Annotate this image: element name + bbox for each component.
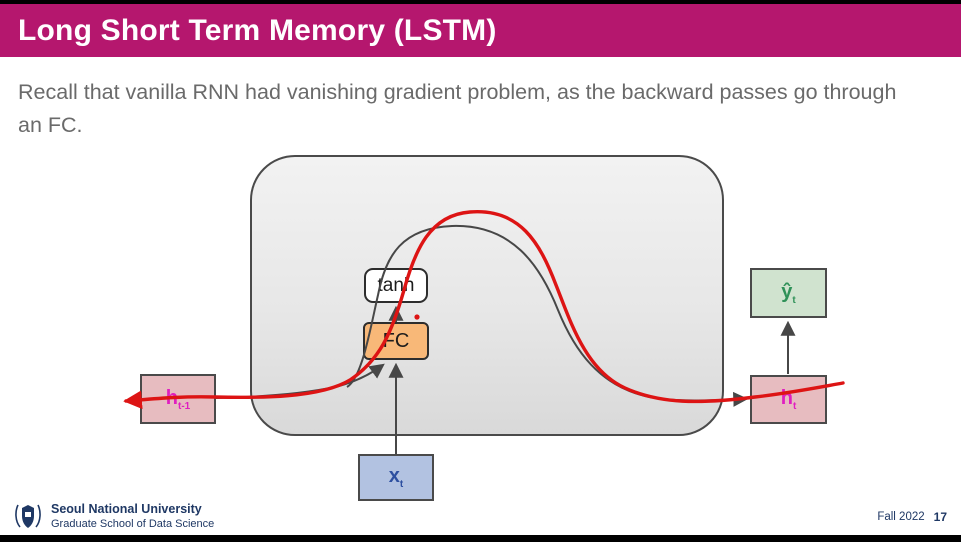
slide-footer: Seoul National University Graduate Schoo… <box>0 499 961 535</box>
slide-body-text: Recall that vanilla RNN had vanishing gr… <box>18 80 897 138</box>
fc-node: FC <box>363 322 429 360</box>
hidden-state-label: ht <box>780 387 797 412</box>
slide: Long Short Term Memory (LSTM) Recall tha… <box>0 4 961 535</box>
input-node: xt <box>358 454 434 501</box>
output-label: ŷt <box>781 280 796 306</box>
rnn-cell-container <box>250 155 724 436</box>
footer-page-number: 17 <box>933 510 947 524</box>
snu-logo <box>15 504 41 528</box>
slide-title-bar: Long Short Term Memory (LSTM) <box>0 4 961 57</box>
hidden-state-prev-node: ht-1 <box>140 374 216 424</box>
tanh-label: tanh <box>377 274 415 296</box>
hidden-state-node: ht <box>750 375 827 424</box>
hidden-state-prev-label: ht-1 <box>165 386 191 412</box>
footer-term: Fall 2022 <box>877 511 925 523</box>
footer-right: Fall 2022 17 <box>877 510 947 524</box>
tanh-node: tanh <box>364 268 428 303</box>
output-node: ŷt <box>750 268 827 318</box>
input-label: xt <box>388 465 404 490</box>
footer-university: Seoul National University <box>51 502 202 517</box>
footer-school: Graduate School of Data Science <box>51 517 215 530</box>
footer-institution: Seoul National University Graduate Schoo… <box>51 502 214 531</box>
fc-label: FC <box>382 329 410 352</box>
slide-title: Long Short Term Memory (LSTM) <box>18 13 497 47</box>
